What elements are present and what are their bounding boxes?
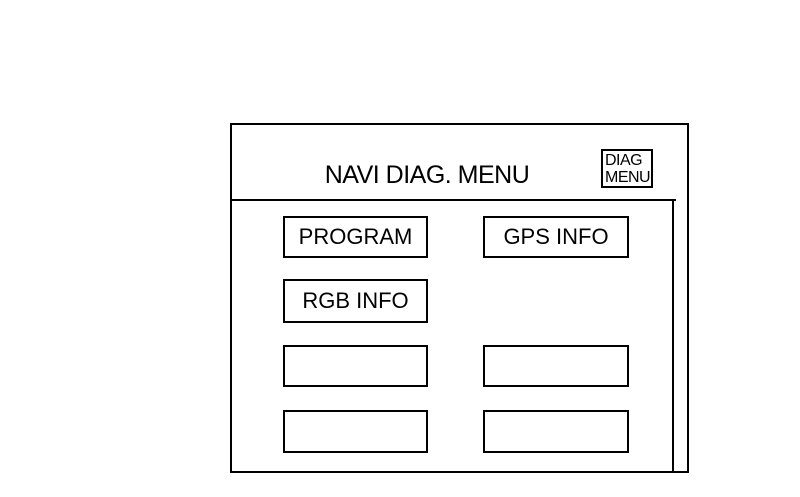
gps-info-button[interactable]: GPS INFO — [483, 216, 629, 258]
header-divider — [230, 199, 676, 201]
screen-title: NAVI DIAG. MENU — [324, 161, 530, 189]
empty-button-slot-4 — [483, 410, 629, 453]
navi-diag-menu-panel: NAVI DIAG. MENU DIAG MENU PROGRAM GPS IN… — [230, 123, 689, 473]
program-button[interactable]: PROGRAM — [283, 216, 428, 258]
rgb-info-button[interactable]: RGB INFO — [283, 279, 428, 323]
diag-menu-badge-line1: DIAG — [605, 152, 643, 169]
empty-button-slot-3 — [283, 410, 428, 453]
diag-menu-badge[interactable]: DIAG MENU — [601, 149, 653, 188]
right-strip-divider — [672, 199, 674, 471]
diag-menu-badge-line2: MENU — [605, 169, 651, 186]
empty-button-slot-1 — [283, 345, 428, 387]
empty-button-slot-2 — [483, 345, 629, 387]
